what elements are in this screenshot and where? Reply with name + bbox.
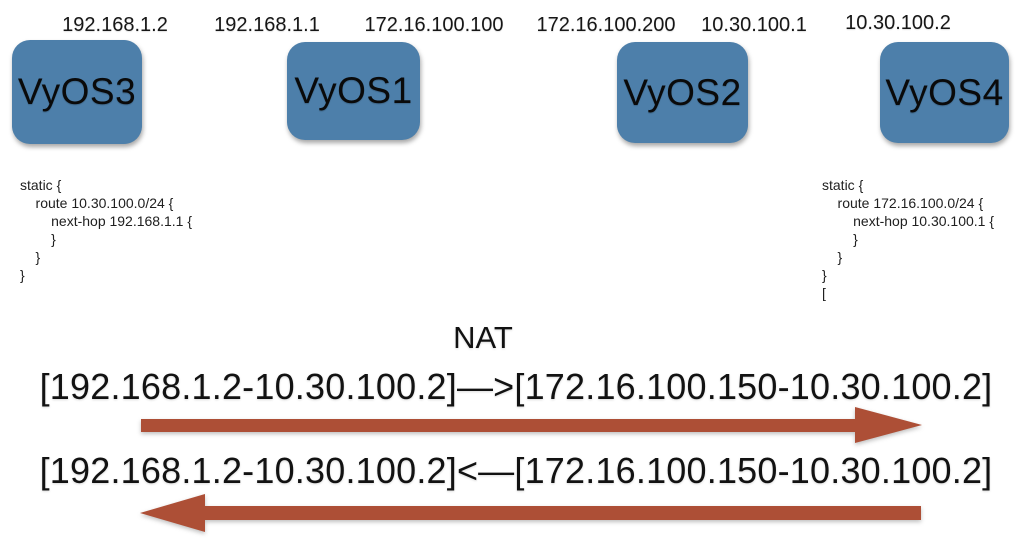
config-vyos3-static-route: static { route 10.30.100.0/24 { next-hop…: [20, 177, 193, 283]
node-vyos2: VyOS2: [617, 42, 748, 143]
config-vyos4-static-route: static { route 172.16.100.0/24 { next-ho…: [822, 177, 995, 301]
ip-label-10-30-100-1: 10.30.100.1: [701, 14, 807, 36]
right-arrow-head-icon: [855, 407, 922, 443]
ip-label-192-168-1-1: 192.168.1.1: [214, 14, 320, 36]
ip-label-192-168-1-2: 192.168.1.2: [62, 14, 168, 36]
node-vyos4-label: VyOS4: [885, 71, 1004, 113]
ip-label-172-16-100-200: 172.16.100.200: [536, 14, 676, 36]
node-vyos1-label: VyOS1: [294, 70, 413, 111]
node-vyos4: VyOS4: [880, 42, 1009, 143]
node-vyos1: VyOS1: [287, 42, 420, 140]
nat-title: NAT: [453, 320, 513, 355]
ip-label-172-16-100-100: 172.16.100.100: [364, 14, 504, 36]
left-arrow-head-icon: [140, 494, 205, 532]
node-vyos3: VyOS3: [12, 40, 142, 144]
right-arrow-body: [141, 419, 855, 432]
node-vyos3-label: VyOS3: [17, 71, 137, 112]
left-arrow-body: [205, 506, 921, 520]
ip-label-10-30-100-2: 10.30.100.2: [845, 12, 951, 34]
nat-forward-mapping-text: [192.168.1.2-10.30.100.2]—>[172.16.100.1…: [39, 366, 993, 407]
nat-reverse-mapping-text: [192.168.1.2-10.30.100.2]<—[172.16.100.1…: [39, 450, 993, 491]
node-vyos2-label: VyOS2: [623, 71, 742, 113]
